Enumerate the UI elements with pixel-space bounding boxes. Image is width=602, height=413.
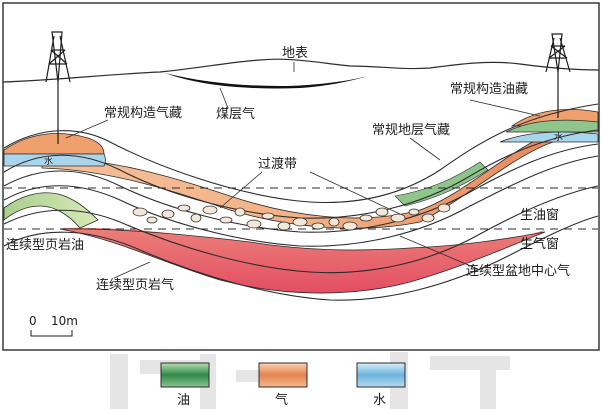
legend-oil-label: 油 [177, 393, 190, 408]
transition-zone-pebbles [132, 203, 451, 231]
label-coalbed-gas: 煤层气 [216, 106, 255, 122]
leader-lines [65, 62, 541, 279]
legend-gas-label: 气 [275, 392, 288, 408]
legend-water-label: 水 [373, 393, 386, 408]
right-oil-zone [505, 119, 599, 133]
legend-gas-swatch [258, 362, 308, 388]
strata-lines [3, 103, 599, 301]
label-conv-struct-gas: 常规构造气藏 [104, 105, 182, 121]
label-cont-shale-oil: 连续型页岩油 [6, 237, 84, 253]
shale-oil-layer [3, 192, 99, 229]
legend-oil-swatch [160, 362, 210, 388]
label-cont-shale-gas: 连续型页岩气 [96, 277, 174, 293]
left-gas-cap [3, 133, 105, 155]
label-surface: 地表 [282, 46, 308, 61]
label-gas-window: 生气窗 [520, 236, 559, 252]
diagram-labels: 地表 煤层气 常规构造气藏 常规构造油藏 常规地层气藏 过渡带 生油窗 生气窗 … [6, 46, 570, 293]
scale-length: 10m [51, 314, 78, 328]
label-conv-strat-gas: 常规地层气藏 [372, 122, 450, 138]
legend-water-swatch [356, 362, 406, 388]
label-cont-basin-center-gas: 连续型盆地中心气 [466, 263, 570, 279]
label-water-left: 水 [44, 155, 53, 167]
oil-derrick-icon [545, 33, 571, 118]
label-water-right: 水 [554, 131, 563, 143]
ground-surface-line [2, 58, 600, 83]
legend: 油 气 水 [160, 362, 406, 408]
oil-derrick-icon [45, 31, 71, 144]
label-conv-struct-oil: 常规构造油藏 [450, 82, 528, 97]
label-oil-window: 生油窗 [520, 207, 559, 223]
label-transition-zone: 过渡带 [258, 156, 297, 172]
coal-bed [165, 73, 368, 89]
scale-zero: 0 [29, 314, 37, 328]
scale-bar: 0 10m [29, 314, 78, 337]
